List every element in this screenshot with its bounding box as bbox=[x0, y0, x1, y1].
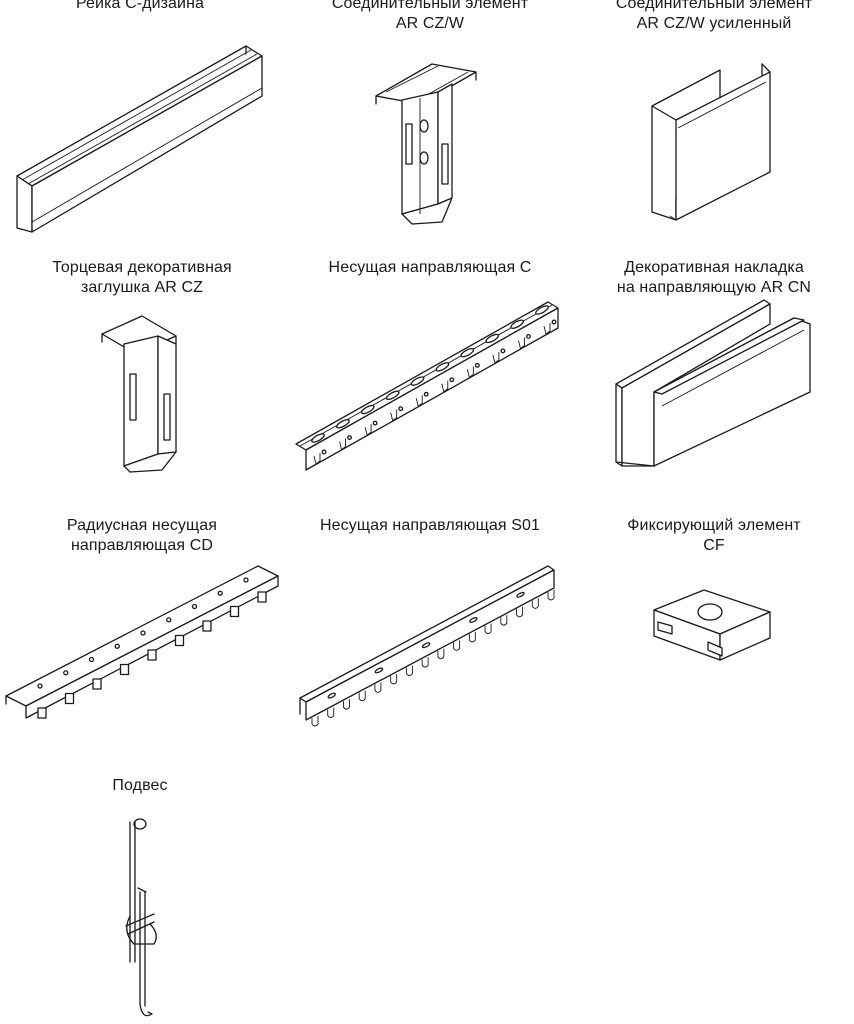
carrier-s01-tabs bbox=[312, 590, 554, 726]
item-caption-fixing-cf: Фиксирующий элемент CF bbox=[582, 516, 846, 556]
caption-line: AR CZ/W усиленный bbox=[636, 15, 792, 32]
carrier-c-perforations bbox=[311, 304, 556, 464]
item-caption-radius-cd: Радиусная несущая направляющая CD bbox=[10, 516, 274, 556]
item-caption-carrier-c: Несущая направляющая С bbox=[298, 258, 562, 278]
caption-line: AR CZ/W bbox=[395, 15, 465, 32]
fixing-cf-drawing bbox=[652, 588, 774, 662]
caption-line: на направляющую AR CN bbox=[616, 279, 812, 296]
end-cap-cz-drawing bbox=[100, 314, 190, 474]
item-caption-c-rail: Рейка С-дизайна bbox=[20, 0, 260, 14]
caption-line: CF bbox=[703, 537, 725, 554]
hanger-drawing bbox=[114, 816, 164, 1022]
caption-line: направляющая CD bbox=[70, 537, 214, 554]
caption-line: Несущая направляющая S01 bbox=[320, 517, 540, 534]
caption-line: Торцевая декоративная bbox=[52, 259, 232, 276]
cover-cn-drawing bbox=[604, 296, 814, 476]
connector-czw-reinforced-drawing bbox=[650, 58, 780, 228]
connector-czw-drawing bbox=[372, 54, 482, 232]
radius-cd-holes bbox=[38, 578, 266, 718]
item-caption-carrier-s01: Несущая направляющая S01 bbox=[290, 516, 570, 536]
caption-line: заглушка AR CZ bbox=[81, 279, 203, 296]
caption-line: Соединительный элемент bbox=[331, 0, 529, 12]
caption-line: Фиксирующий элемент bbox=[627, 517, 801, 534]
carrier-s01-drawing bbox=[298, 562, 560, 722]
item-caption-connector-czw-reinforced: Соединительный элемент AR CZ/W усиленный bbox=[582, 0, 846, 34]
c-rail-drawing bbox=[10, 36, 270, 236]
item-caption-cover-cn: Декоративная накладка на направляющую AR… bbox=[582, 258, 846, 298]
caption-line: Соединительный элемент bbox=[615, 0, 813, 12]
radius-cd-drawing bbox=[4, 562, 280, 722]
caption-line: Подвес bbox=[112, 777, 168, 794]
item-caption-hanger: Подвес bbox=[40, 776, 240, 796]
caption-line: Радиусная несущая bbox=[66, 517, 218, 534]
carrier-c-drawing bbox=[292, 298, 562, 478]
caption-line: Несущая направляющая С bbox=[328, 259, 532, 276]
item-caption-connector-czw: Соединительный элемент AR CZ/W bbox=[298, 0, 562, 34]
caption-line: Декоративная накладка bbox=[624, 259, 804, 276]
caption-line: Рейка С-дизайна bbox=[75, 0, 205, 12]
item-caption-end-cap-cz: Торцевая декоративная заглушка AR CZ bbox=[10, 258, 274, 298]
